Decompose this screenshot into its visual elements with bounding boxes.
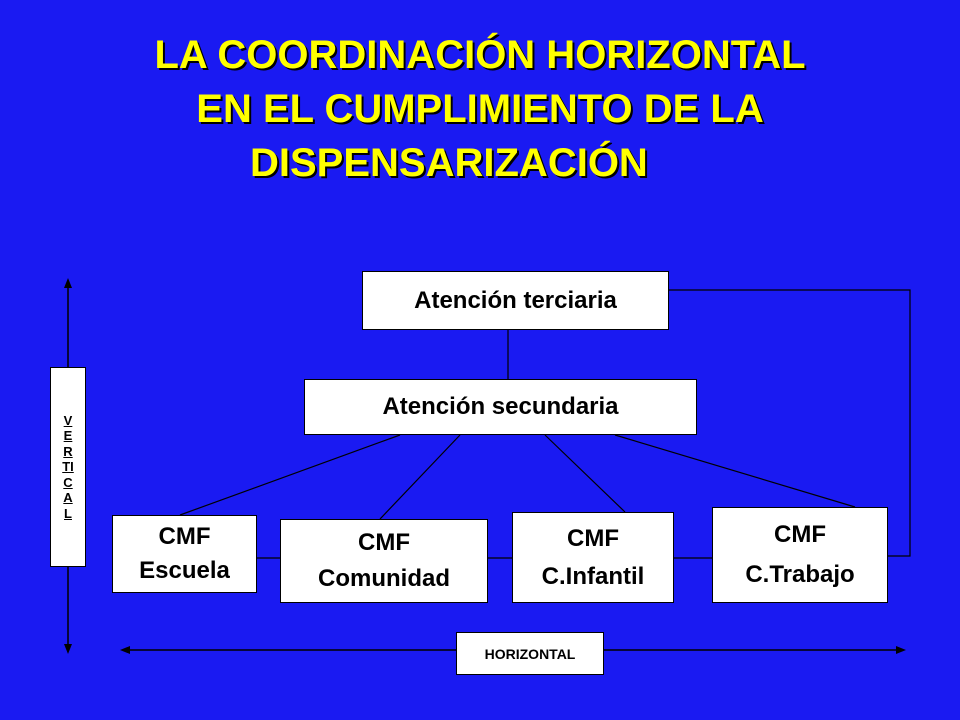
node-label-line2: Escuela	[139, 557, 230, 584]
node-cmf-infantil: CMF C.Infantil	[512, 512, 674, 603]
connector-secundaria-escuela	[179, 434, 401, 516]
node-cmf-comunidad: CMF Comunidad	[280, 519, 488, 603]
node-label-line2: C.Trabajo	[745, 561, 855, 588]
node-label-line1: CMF	[358, 529, 410, 556]
slide-title: LA COORDINACIÓN HORIZONTAL EN EL CUMPLIM…	[0, 28, 960, 190]
vertical-arrowhead-up	[64, 278, 72, 288]
node-label-line1: CMF	[567, 524, 619, 552]
vertical-axis-label: VERTICAL	[62, 412, 74, 521]
node-cmf-trabajo: CMF C.Trabajo	[712, 507, 888, 603]
horizontal-arrowhead-right	[896, 646, 906, 654]
node-label: Atención terciaria	[414, 286, 617, 314]
node-label-line2: C.Infantil	[541, 562, 645, 590]
node-label: Atención secundaria	[382, 393, 619, 420]
vertical-axis-label-box: VERTICAL	[50, 367, 86, 567]
connector-secundaria-infantil	[544, 434, 626, 513]
node-label-line2: Comunidad	[318, 565, 450, 592]
connector-secundaria-trabajo	[614, 434, 856, 508]
node-label-line1: CMF	[158, 523, 211, 550]
vertical-arrowhead-down	[64, 644, 72, 654]
node-atencion-secundaria: Atención secundaria	[304, 379, 697, 435]
node-cmf-escuela: CMF Escuela	[112, 515, 257, 593]
horizontal-arrowhead-left	[120, 646, 130, 654]
connector-terciaria-trabajo	[669, 289, 911, 557]
connector-secundaria-comunidad	[379, 434, 461, 520]
horizontal-axis-label-box: HORIZONTAL	[456, 632, 604, 675]
node-atencion-terciaria: Atención terciaria	[362, 271, 669, 330]
node-label-line1: CMF	[774, 521, 826, 548]
title-line-3: DISPENSARIZACIÓN	[250, 141, 648, 185]
title-line-2: EN EL CUMPLIMIENTO DE LA	[196, 87, 764, 131]
horizontal-axis-label: HORIZONTAL	[484, 645, 576, 662]
title-line-1: LA COORDINACIÓN HORIZONTAL	[154, 33, 806, 77]
